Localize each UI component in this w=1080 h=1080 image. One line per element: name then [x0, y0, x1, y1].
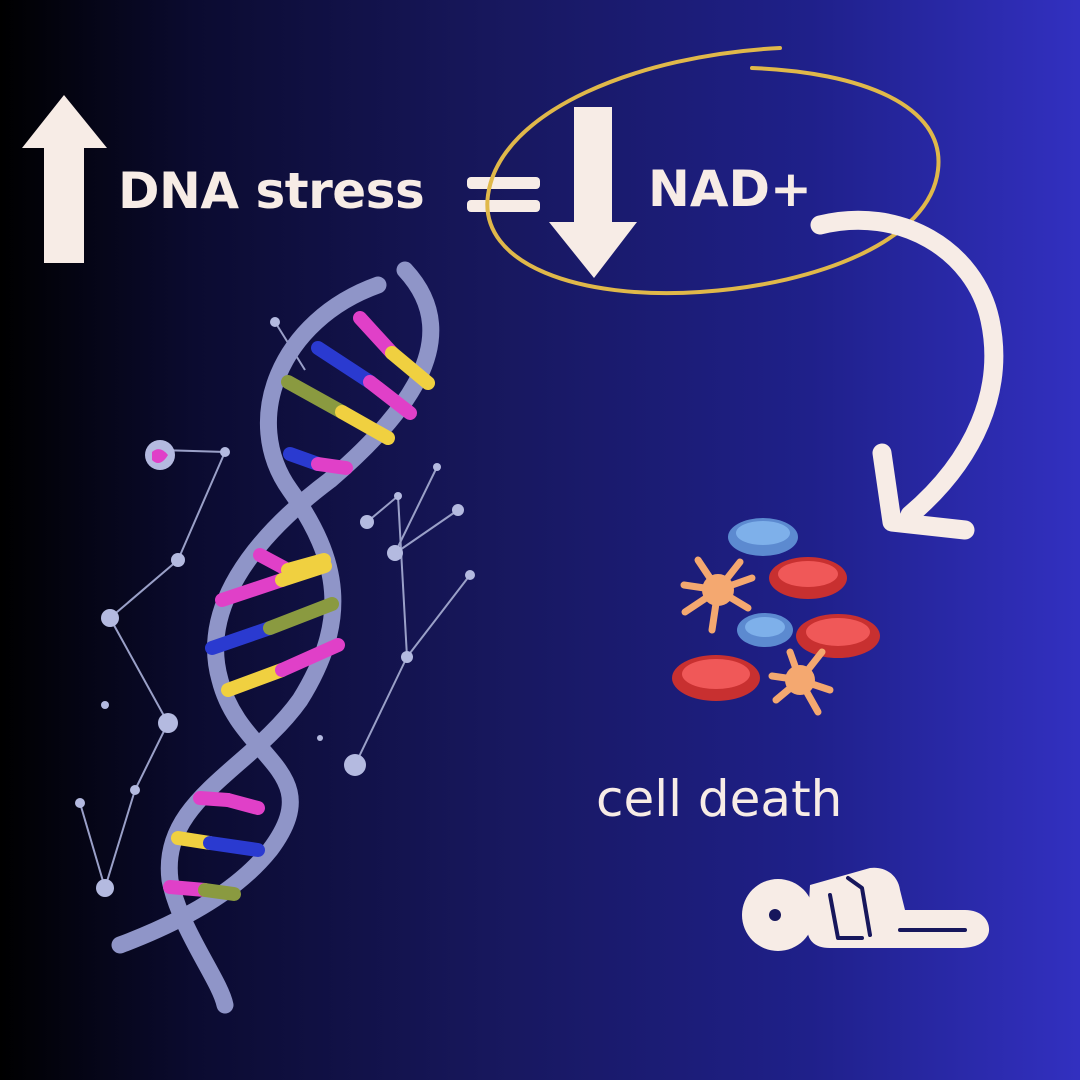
curved-arrow-icon [810, 210, 1004, 540]
highlight-ellipse [485, 46, 941, 296]
cell-death-label: cell death [596, 770, 843, 828]
dna-helix-icon [75, 261, 475, 1014]
up-arrow-icon [22, 95, 107, 263]
lying-person-icon [742, 867, 990, 951]
equals-sign-icon [467, 177, 540, 212]
down-arrow-icon [549, 107, 637, 278]
nad-label: NAD+ [648, 160, 812, 218]
blood-cells-icon [672, 518, 880, 716]
dna-stress-label: DNA stress [118, 162, 425, 220]
